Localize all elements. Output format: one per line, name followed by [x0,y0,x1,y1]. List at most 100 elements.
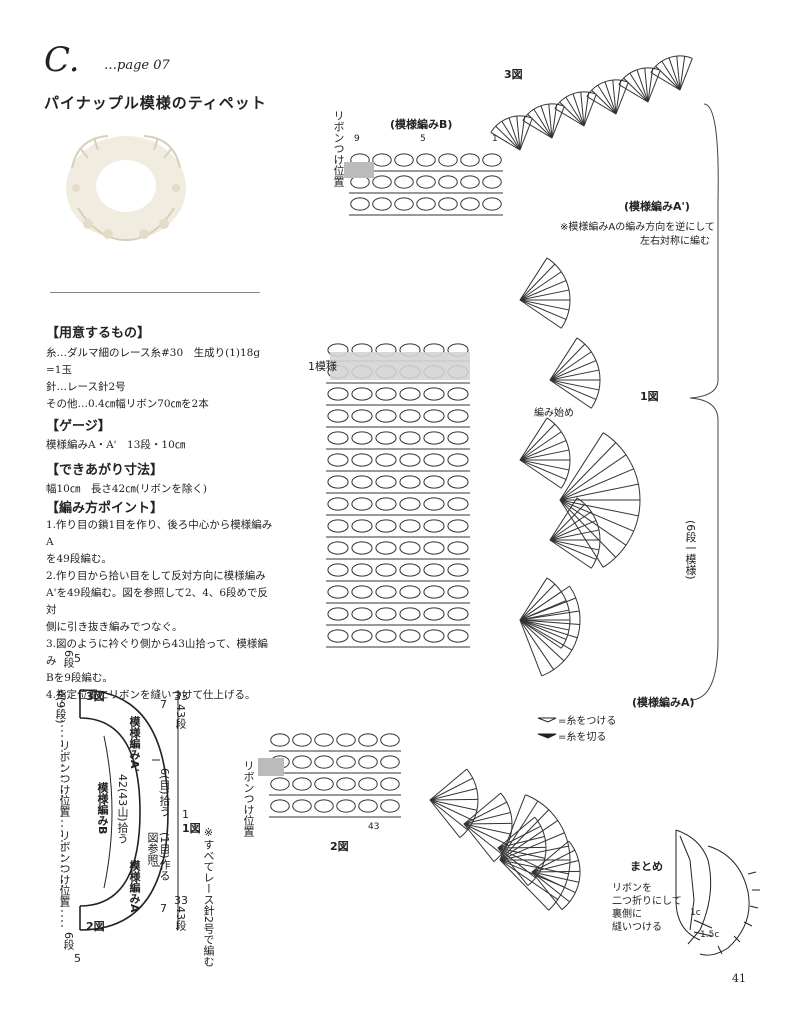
fan-stitch [549,343,586,381]
fan-stitch [549,379,600,391]
fan-stitch [519,280,567,301]
chain-loop [375,497,397,511]
fan-stitch [499,800,539,861]
fan-stitch [519,619,573,651]
points-line: 2.作り目から拾い目をして反対方向に模様編み [46,570,266,582]
chain-loop [327,409,349,423]
fan-stitch [572,93,585,127]
chain-loop [327,607,349,621]
pattern-a-prime-note: ※模様編みAの編み方向を逆にして [560,222,715,233]
chain-loop [447,409,469,423]
fan-arc [586,79,629,97]
fan-stitch [559,499,617,558]
gauge-line: 模様編みA・A' 13段・10㎝ [46,439,186,451]
schematic-5: 5 [74,652,81,665]
chain-loop [375,453,397,467]
fan-stitch [519,299,562,329]
schematic-pattern-a: 模様編みA [128,860,141,913]
fan-arc [561,840,581,910]
points-line: A'を49段編む。図を参照して2、4、6段めで反対 [46,587,269,616]
finishing-dim-2: 1.5c [700,930,720,940]
fan-stitch [615,80,622,115]
chain-loop [423,563,445,577]
chain-loop [380,755,400,769]
chain-loop [351,497,373,511]
fan-stitch [519,459,567,480]
chain-loop [351,541,373,555]
chain-loop [438,153,458,167]
fan-stitch [583,94,597,127]
chain-loop [447,629,469,643]
chain-loop [350,197,370,211]
fan-stitch [549,379,597,400]
fan-stitch [429,768,468,801]
fan-stitch [548,104,553,139]
fan-stitch [499,794,526,861]
chain-loop [447,541,469,555]
chain-loop [351,409,373,423]
materials-list: 糸…ダルマ細のレース糸#30 生成り(1)18g =1玉 針…レース針2号 その… [46,345,276,413]
finishing-line: 縫いつける [612,922,662,933]
schematic-6danb: 6段 [62,932,75,950]
chain-loop [447,497,469,511]
fan-arc [546,577,571,649]
chain-loop [351,431,373,445]
fan-arc [576,497,601,569]
schematic-ribbon-bottom: リボンつけ位置 [58,830,71,907]
fan-stitch [519,423,556,461]
chain-loop [327,629,349,643]
fan-arc [541,585,581,677]
fan-stitch [499,832,565,861]
finishing-line: リボンを [612,883,652,894]
fan-stitch [519,116,526,151]
chain-loop [358,755,378,769]
chain-loop [327,453,349,467]
fan-stitch [559,442,617,501]
fan-stitch [559,499,627,546]
pattern-a-prime-note-2: 左右対称に編む [640,236,710,247]
chain-loop [447,519,469,533]
chain-loop [375,431,397,445]
fan-stitch [559,101,585,127]
fan-stitch [519,289,570,301]
chain-loop [351,519,373,533]
schematic-43dan: 43段 [174,704,187,729]
fan-stitch [565,96,585,127]
chain-loop [447,453,469,467]
chain-loop [447,607,469,621]
chain-loop [423,585,445,599]
chain-loop [416,197,436,211]
chain-loop [375,607,397,621]
chain-loop [399,629,421,643]
chain-loop [327,497,349,511]
legend-cut: =糸を切る [558,732,607,743]
chain-loop [327,387,349,401]
chain-loop [314,799,334,813]
finishing-text: リボンを 二つ折りにして 裏側に 縫いつける [612,882,682,934]
six-rows-label: (6段一模様) [684,520,697,580]
fan-stitch [531,859,579,873]
fig3-label: 3図 [504,68,523,81]
chain-loop [327,475,349,489]
one-pattern-label: 1模様 [308,360,337,373]
finishing-heading: まとめ [630,860,663,873]
points-line: 側に引き抜き編みでつなぐ。 [46,621,183,633]
chain-loop [358,777,378,791]
finishing-line: 裏側に [612,909,642,920]
num-43: 43 [368,822,380,832]
schematic-33: 33 [174,690,188,703]
chain-loop [399,453,421,467]
chain-loop [423,387,445,401]
fan-stitch [668,57,681,91]
section-letter: C. [44,40,80,80]
fan-arc [527,816,547,886]
fan-stitch [531,871,580,883]
chain-loop [314,755,334,769]
points-line: を49段編む。 [46,553,112,565]
tippet-photo [66,135,186,242]
fan-arc [490,115,533,133]
fan-stitch [554,108,585,127]
chain-loop [423,431,445,445]
num-1: 1 [492,134,498,144]
